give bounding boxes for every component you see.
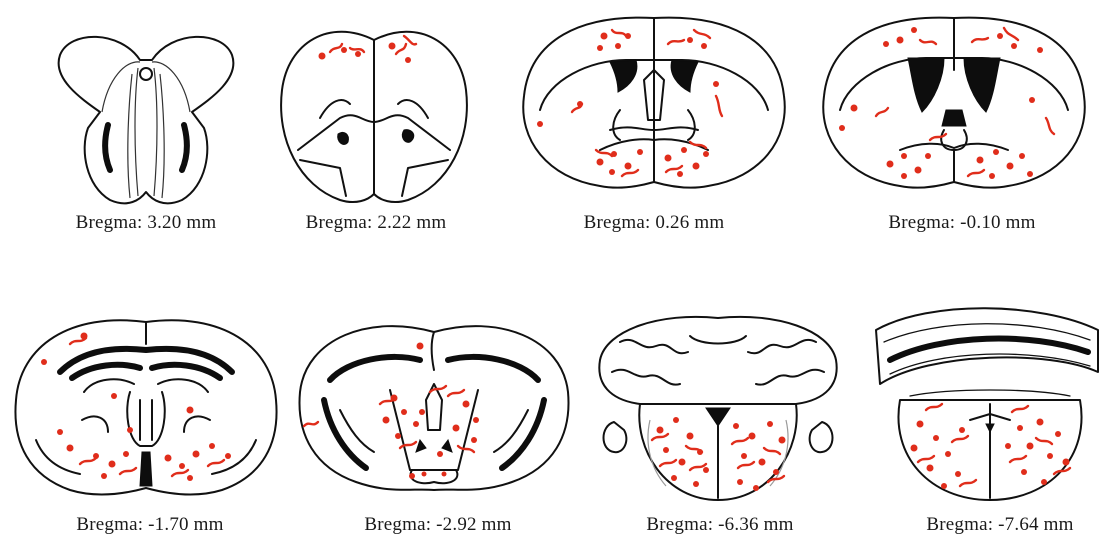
brain-section-3: [523, 18, 785, 188]
brain-section-5: [15, 320, 276, 494]
caption-panel-5: Bregma: -1.70 mm: [76, 514, 223, 536]
caption-panel-7: Bregma: -6.36 mm: [646, 514, 793, 536]
caption-panel-8: Bregma: -7.64 mm: [926, 514, 1073, 536]
brain-section-2: [281, 32, 467, 202]
caption-panel-3: Bregma: 0.26 mm: [584, 212, 725, 234]
caption-panel-1: Bregma: 3.20 mm: [76, 212, 217, 234]
caption-panel-6: Bregma: -2.92 mm: [364, 514, 511, 536]
brain-section-1: [59, 37, 234, 203]
brain-section-8: [876, 308, 1098, 500]
caption-panel-2: Bregma: 2.22 mm: [306, 212, 447, 234]
brain-section-7: [599, 317, 836, 500]
brain-section-6: [299, 326, 568, 490]
brain-section-4: [823, 18, 1085, 188]
caption-panel-4: Bregma: -0.10 mm: [888, 212, 1035, 234]
